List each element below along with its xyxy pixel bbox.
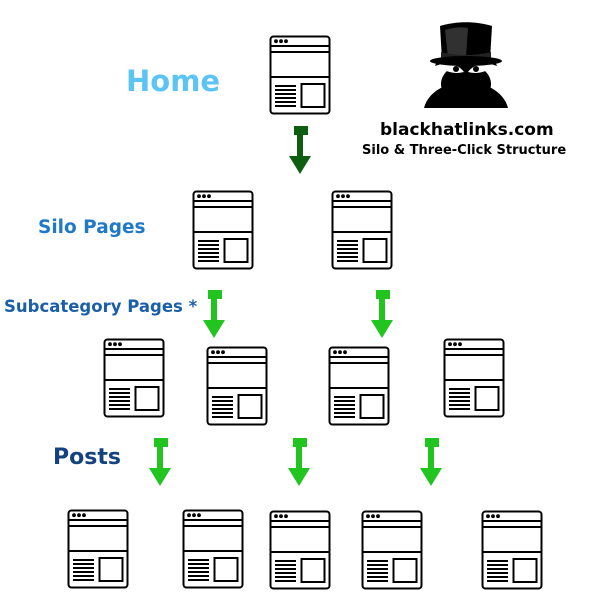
silo-page-icon <box>192 190 254 270</box>
brand-title: blackhatlinks.com <box>380 120 554 140</box>
down-arrow-icon <box>287 124 313 176</box>
post-page-icon <box>67 509 129 589</box>
level-label-home: Home <box>126 64 220 98</box>
brand-subtitle: Silo & Three-Click Structure <box>362 143 566 158</box>
down-arrow-icon <box>201 288 227 340</box>
level-label-posts: Posts <box>53 445 121 470</box>
subcategory-page-icon <box>328 346 390 426</box>
level-label-subcategory-pages: Subcategory Pages * <box>4 297 197 316</box>
down-arrow-icon <box>286 436 312 488</box>
post-page-icon <box>269 510 331 590</box>
subcategory-page-icon <box>206 346 268 426</box>
silo-page-icon <box>331 190 393 270</box>
post-page-icon <box>361 510 423 590</box>
down-arrow-icon <box>369 288 395 340</box>
down-arrow-icon <box>418 436 444 488</box>
top-hat-spy-icon <box>420 22 512 108</box>
subcategory-page-icon <box>443 338 505 418</box>
down-arrow-icon <box>147 436 173 488</box>
home-page-icon <box>269 35 331 115</box>
subcategory-page-icon <box>103 338 165 418</box>
level-label-silo-pages: Silo Pages <box>38 217 146 238</box>
post-page-icon <box>481 510 543 590</box>
post-page-icon <box>182 509 244 589</box>
